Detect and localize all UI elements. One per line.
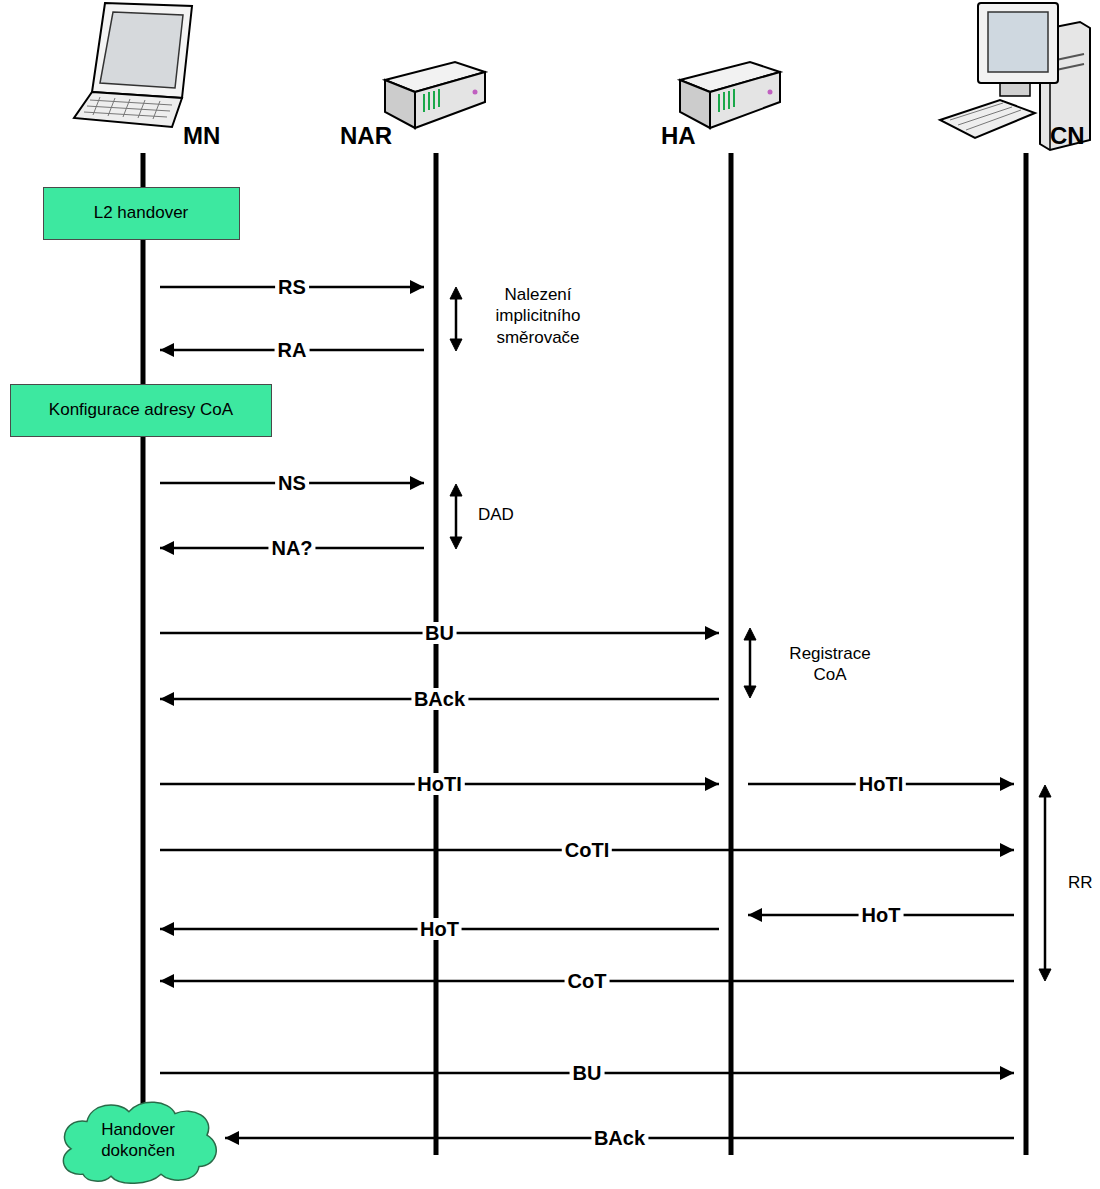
process-box: Konfigurace adresy CoA: [10, 384, 272, 437]
router-icon: [680, 62, 780, 128]
annotation-note: Registrace CoA: [775, 643, 885, 686]
message-label: BU: [570, 1062, 605, 1084]
annotation-note: DAD: [478, 504, 538, 525]
laptop-keys: [84, 97, 172, 119]
message-label: NA?: [268, 537, 315, 559]
laptop-screen: [92, 3, 192, 98]
lifeline: [141, 153, 146, 1110]
process-box: L2 handover: [43, 187, 240, 240]
message-label: HoT: [417, 918, 462, 940]
participant-label: NAR: [340, 122, 392, 150]
node-text: Konfigurace adresy CoA: [49, 400, 233, 420]
lifeline: [143, 153, 1026, 1155]
router-icon: [385, 62, 485, 128]
node-text: Handover dokončen: [83, 1119, 193, 1162]
participant-name: HA: [661, 122, 696, 150]
participant-label: HA: [661, 122, 696, 150]
participant-label: MN: [183, 122, 220, 150]
message-label: BAck: [591, 1127, 648, 1149]
message-label: BAck: [411, 688, 468, 710]
participant-label: CN: [1050, 122, 1085, 150]
annotation-note: RR: [1068, 872, 1096, 893]
annotation-note: Nalezení implicitního směrovače: [473, 284, 603, 348]
message-label: NS: [275, 472, 309, 494]
message-label: CoTI: [562, 839, 612, 861]
laptop-display: [100, 12, 183, 88]
state-cloud: Handover dokončen: [53, 1096, 223, 1184]
message-label: CoT: [565, 970, 610, 992]
laptop-base: [74, 92, 182, 127]
lifeline: [729, 153, 734, 1155]
participant-name: MN: [183, 122, 220, 150]
message-label: BU: [422, 622, 457, 644]
cloud-shape: [53, 1096, 223, 1184]
message-label: HoT: [859, 904, 904, 926]
node-text: L2 handover: [94, 203, 189, 223]
cloud-outline: [63, 1102, 216, 1183]
desktop-icon: [940, 3, 1090, 150]
message-label: RA: [275, 339, 310, 361]
lifeline: [434, 153, 439, 1155]
participant-name: CN: [1050, 122, 1085, 150]
message-label: HoTI: [414, 773, 464, 795]
laptop-icon: [74, 3, 192, 127]
participant-name: NAR: [340, 122, 392, 150]
lifeline: [1024, 153, 1029, 1155]
message-label: RS: [275, 276, 309, 298]
message-label: HoTI: [856, 773, 906, 795]
